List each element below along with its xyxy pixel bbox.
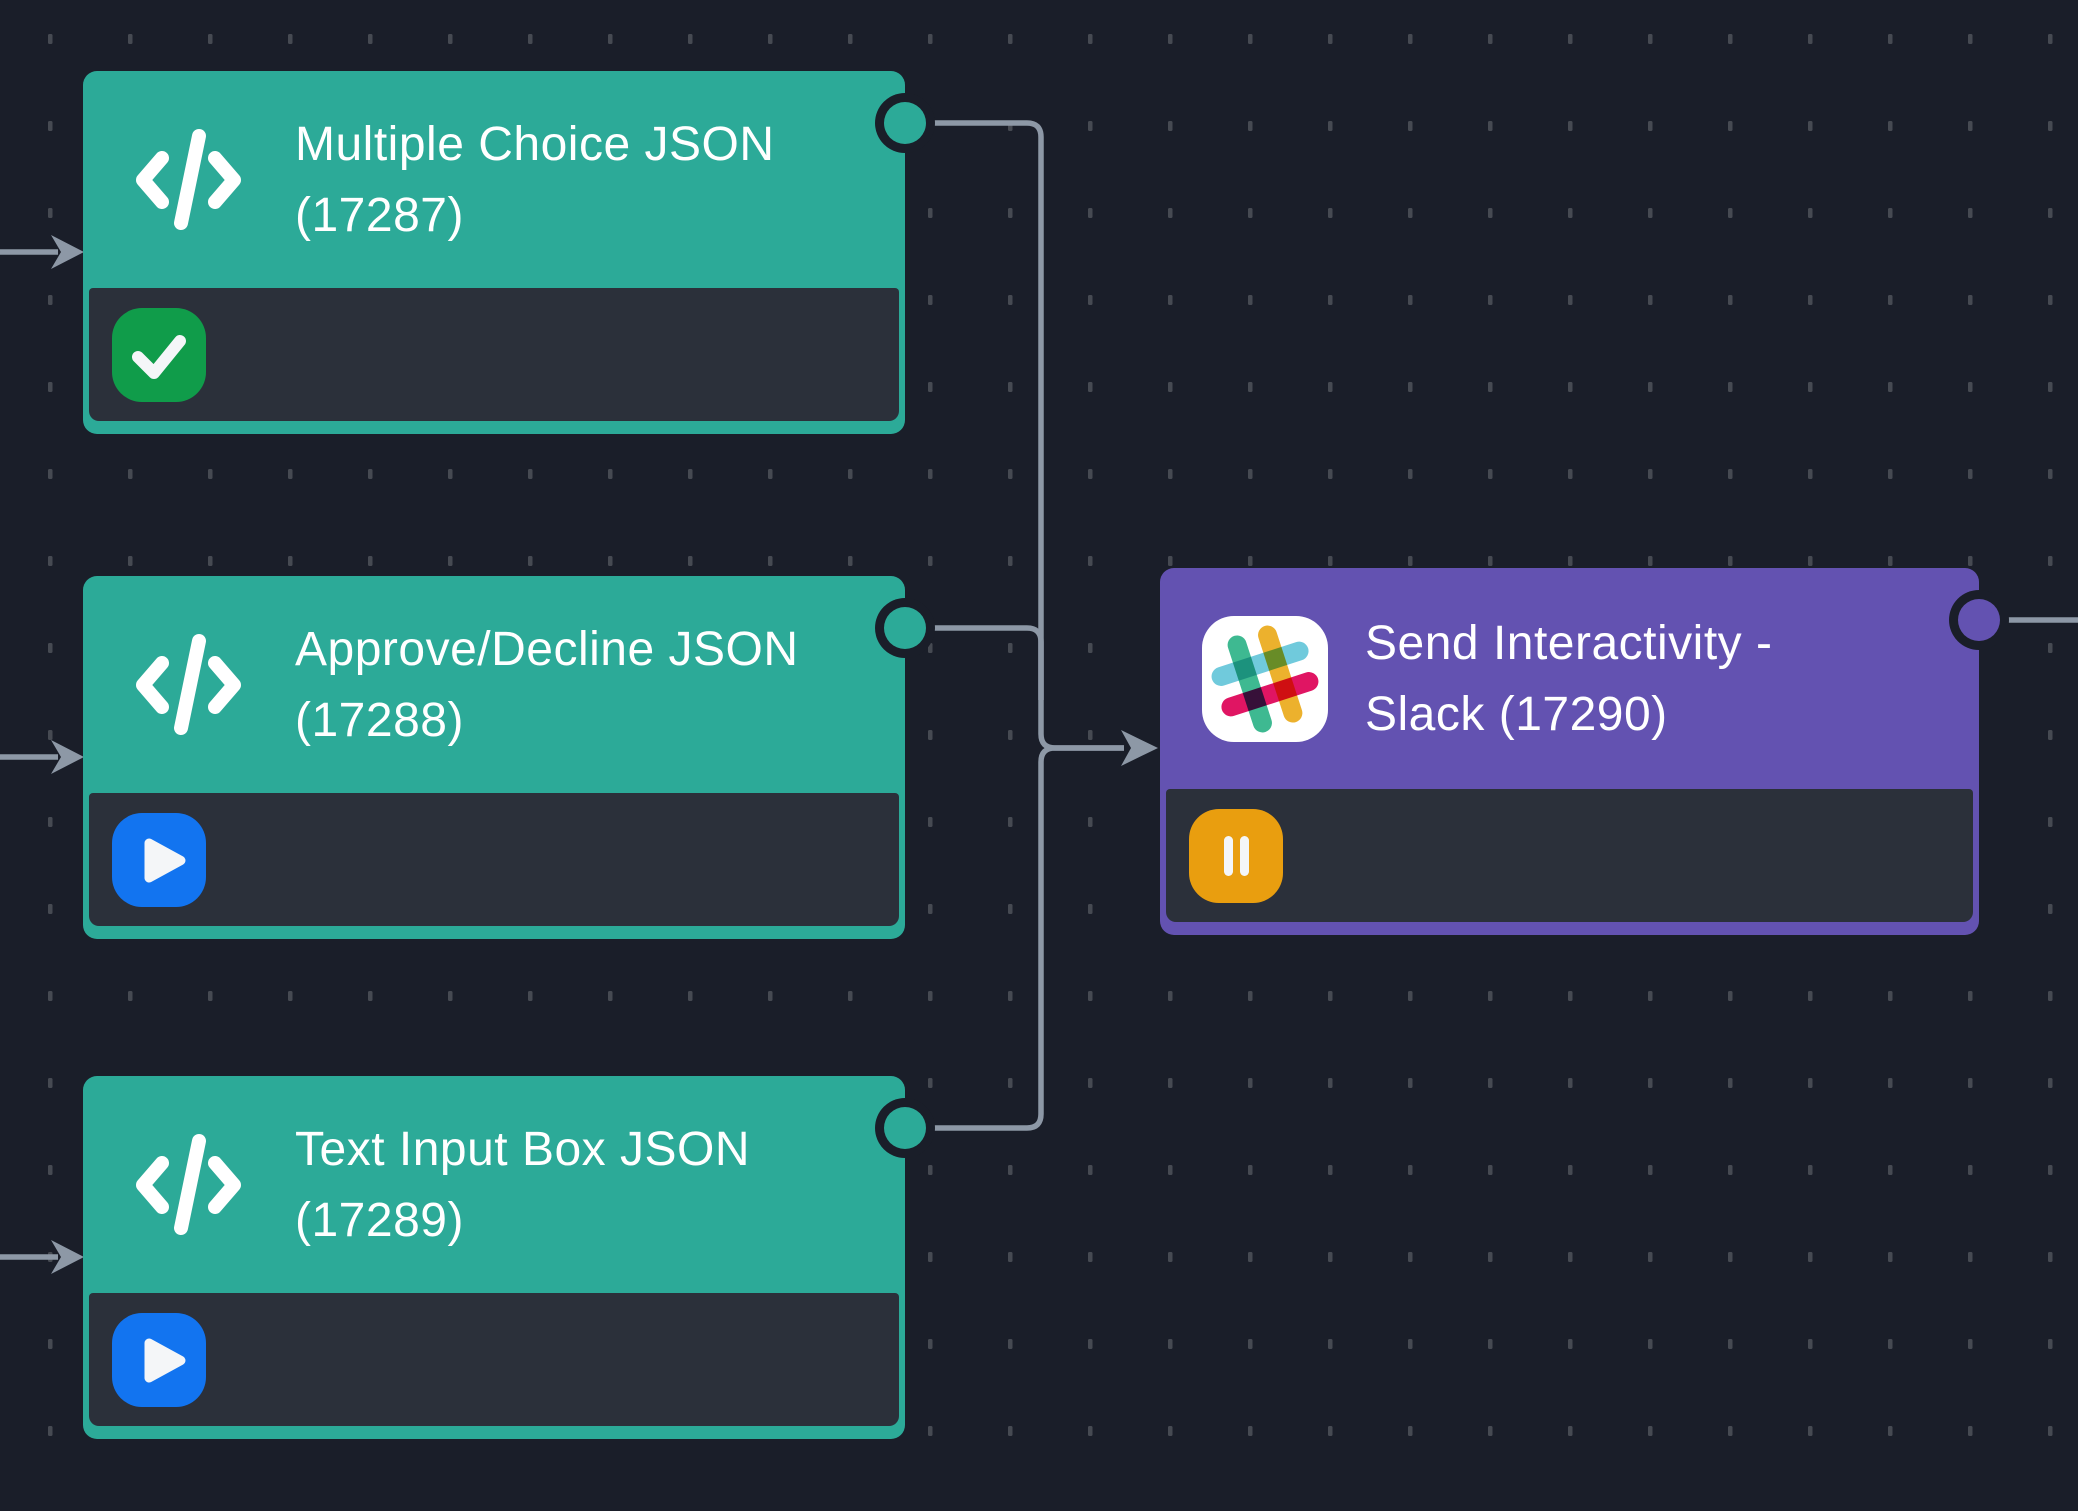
output-port-slack[interactable] — [1949, 590, 2009, 650]
code-icon — [135, 117, 242, 242]
node-status-bar — [89, 793, 899, 926]
slack-icon — [1202, 615, 1328, 742]
node-status-bar — [89, 1293, 899, 1426]
output-port-approve-decline[interactable] — [875, 598, 935, 658]
code-icon — [135, 622, 242, 747]
node-status-bar — [89, 288, 899, 421]
check-icon — [132, 334, 186, 379]
arrowhead-icon — [51, 235, 84, 269]
node-multiple-choice-json[interactable]: Multiple Choice JSON (17287) — [83, 71, 905, 434]
play-icon — [144, 838, 186, 882]
node-header: Multiple Choice JSON (17287) — [83, 71, 905, 288]
status-badge-running[interactable] — [112, 1312, 206, 1407]
port-dot — [884, 1107, 926, 1149]
port-dot — [1958, 599, 2000, 641]
output-port-text-input[interactable] — [875, 1098, 935, 1158]
pause-icon — [1224, 835, 1249, 876]
node-header: Send Interactivity - Slack (17290) — [1160, 568, 1979, 789]
connector-text-input-to-slack[interactable] — [905, 745, 1124, 1131]
node-title: Send Interactivity - Slack (17290) — [1365, 616, 1773, 741]
node-send-interactivity-slack[interactable]: Send Interactivity - Slack (17290) — [1160, 568, 1979, 935]
node-text-input-box-json[interactable]: Text Input Box JSON (17289) — [83, 1076, 905, 1439]
connector-approve-decline-to-slack[interactable] — [905, 625, 1044, 700]
node-title: Text Input Box JSON (17289) — [295, 1122, 751, 1247]
node-header: Text Input Box JSON (17289) — [83, 1076, 905, 1293]
code-icon — [135, 1122, 242, 1247]
port-dot — [884, 102, 926, 144]
arrowhead-icon — [51, 740, 84, 774]
port-dot — [884, 607, 926, 649]
arrowhead-icon — [51, 1240, 84, 1274]
status-badge-paused[interactable] — [1189, 808, 1283, 903]
status-badge-running[interactable] — [112, 812, 206, 907]
output-port-multiple-choice[interactable] — [875, 93, 935, 153]
node-header: Approve/Decline JSON (17288) — [83, 576, 905, 793]
status-badge-success[interactable] — [112, 307, 206, 402]
play-icon — [144, 1338, 186, 1382]
node-title: Approve/Decline JSON (17288) — [295, 622, 799, 747]
node-status-bar — [1166, 789, 1973, 922]
arrowhead-icon — [1121, 730, 1158, 766]
node-approve-decline-json[interactable]: Approve/Decline JSON (17288) — [83, 576, 905, 939]
node-title: Multiple Choice JSON (17287) — [295, 117, 775, 242]
